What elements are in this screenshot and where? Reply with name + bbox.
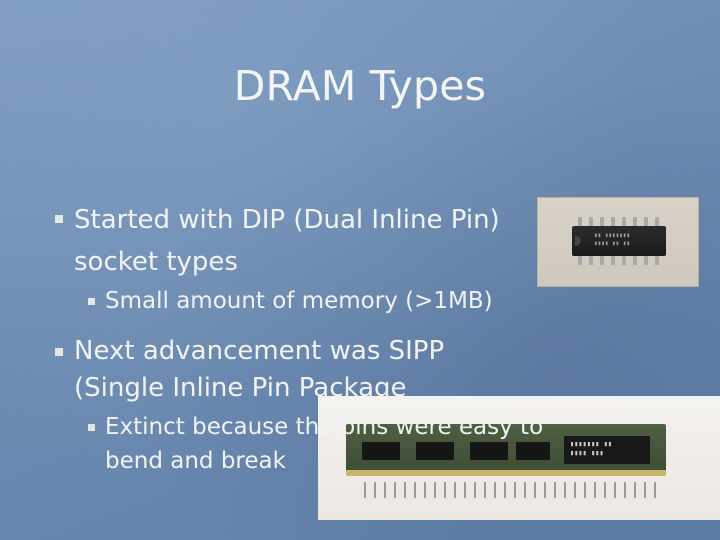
module-pin [454,482,456,498]
memory-chip [470,442,508,460]
chip-pin [600,256,604,265]
module-pin [554,482,556,498]
module-pin [654,482,656,498]
module-pin [404,482,406,498]
module-pin [384,482,386,498]
module-pin [604,482,606,498]
module-pin [644,482,646,498]
module-pin [374,482,376,498]
module-pin [584,482,586,498]
module-pin [514,482,516,498]
chip-marking: ▮▮▮▮▮▮▮ ▮▮▮▮▮▮ ▮▮▮ [570,440,613,457]
bullet-2-line-1: Next advancement was SIPP [74,336,445,366]
chip-pin [655,217,659,226]
module-pin [434,482,436,498]
bullet-1-line-2: socket types [74,247,238,277]
memory-chip: ▮▮▮▮▮▮▮ ▮▮▮▮▮▮ ▮▮▮ [564,436,650,464]
module-pin [394,482,396,498]
bullet-2-sub-line-2: bend and break [105,448,286,474]
module-pin [544,482,546,498]
chip-pin [644,217,648,226]
chip-pin [633,256,637,265]
bullet-2-sub-line-1: Extinct because the pins were easy to [105,414,544,440]
sub-bullet-marker [88,424,95,431]
chip-pin [633,217,637,226]
module-pin [364,482,366,498]
module-pin [574,482,576,498]
chip-pin [611,256,615,265]
bullet-marker [55,348,63,356]
memory-chip [516,442,550,460]
bullet-marker [55,215,63,223]
module-pin [614,482,616,498]
dip-chip-photo: ▮▮ ▮▮▮▮▮▮▮▮▮▮▮ ▮▮ ▮▮ [537,197,699,287]
slide-title: DRAM Types [233,62,487,110]
chip-pin [589,217,593,226]
module-pin [494,482,496,498]
bullet-1-sub: Small amount of memory (>1MB) [105,288,493,314]
chip-pin [589,256,593,265]
memory-chip [362,442,400,460]
chip-pin [578,217,582,226]
module-pin [484,482,486,498]
module-pin [594,482,596,498]
module-pin [424,482,426,498]
chip-pin [600,217,604,226]
bullet-1-line-1: Started with DIP (Dual Inline Pin) [74,205,500,235]
chip-pin [611,217,615,226]
chip-pin [578,256,582,265]
chip-marking: ▮▮ ▮▮▮▮▮▮▮▮▮▮▮ ▮▮ ▮▮ [594,232,631,247]
module-pin [444,482,446,498]
module-pin [624,482,626,498]
module-pin [464,482,466,498]
module-pin [634,482,636,498]
sub-bullet-marker [88,298,95,305]
module-pin [564,482,566,498]
pcb-board: ▮▮▮▮▮▮▮ ▮▮▮▮▮▮ ▮▮▮ [346,424,666,476]
chip-pin [622,256,626,265]
memory-chip [416,442,454,460]
dip-chip-body: ▮▮ ▮▮▮▮▮▮▮▮▮▮▮ ▮▮ ▮▮ [572,226,666,256]
module-pin [534,482,536,498]
chip-pin [644,256,648,265]
chip-pin [655,256,659,265]
module-pin [504,482,506,498]
chip-pin [622,217,626,226]
module-pin [414,482,416,498]
module-pin [474,482,476,498]
sipp-module-photo: ▮▮▮▮▮▮▮ ▮▮▮▮▮▮ ▮▮▮ [318,396,720,520]
module-pin [524,482,526,498]
